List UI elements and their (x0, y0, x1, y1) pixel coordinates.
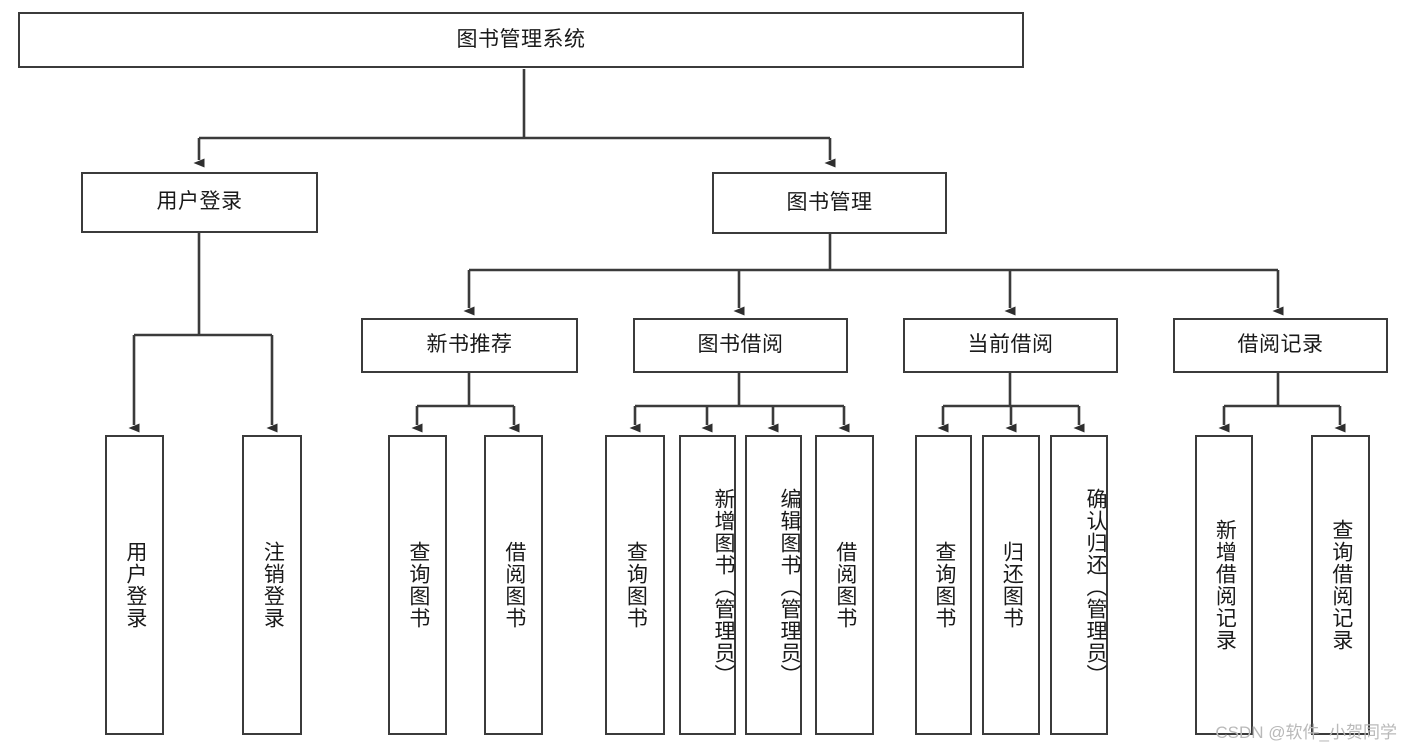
leaf-return-book[interactable]: 归还图书 (982, 435, 1040, 735)
leaf-borrow-book-2[interactable]: 借阅图书 (815, 435, 874, 735)
leaf-query-record[interactable]: 查询借阅记录 (1311, 435, 1370, 735)
node-root-system[interactable]: 图书管理系统 (18, 12, 1024, 68)
node-borrow-record[interactable]: 借阅记录 (1173, 318, 1388, 373)
leaf-query-book-2[interactable]: 查询图书 (605, 435, 665, 735)
leaf-user-login[interactable]: 用户登录 (105, 435, 164, 735)
leaf-logout-login[interactable]: 注销登录 (242, 435, 302, 735)
leaf-query-book-3[interactable]: 查询图书 (915, 435, 972, 735)
leaf-add-record[interactable]: 新增借阅记录 (1195, 435, 1253, 735)
node-new-book-recommend[interactable]: 新书推荐 (361, 318, 578, 373)
leaf-query-book-1[interactable]: 查询图书 (388, 435, 447, 735)
leaf-add-book[interactable]: 新增图书（管理员） (679, 435, 736, 735)
node-user-login[interactable]: 用户登录 (81, 172, 318, 233)
leaf-borrow-book-1[interactable]: 借阅图书 (484, 435, 543, 735)
leaf-edit-book[interactable]: 编辑图书（管理员） (745, 435, 802, 735)
node-book-manage[interactable]: 图书管理 (712, 172, 947, 234)
leaf-confirm-return[interactable]: 确认归还（管理员） (1050, 435, 1108, 735)
node-current-borrow[interactable]: 当前借阅 (903, 318, 1118, 373)
csdn-watermark: CSDN @软件_小贺同学 (1215, 723, 1397, 742)
node-book-borrow[interactable]: 图书借阅 (633, 318, 848, 373)
